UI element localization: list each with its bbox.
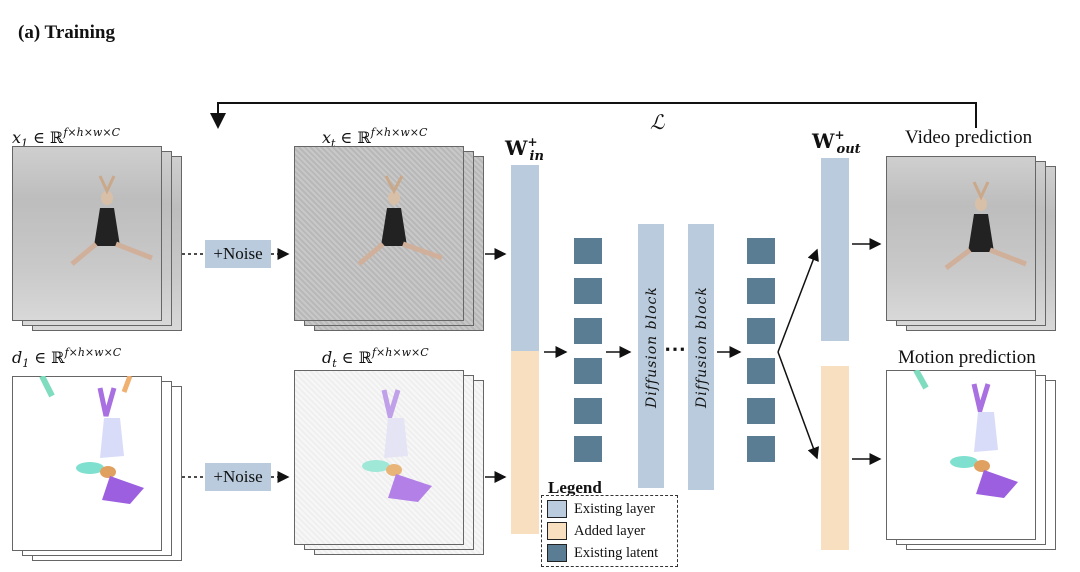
predicted-dancer-image <box>944 181 1027 270</box>
motion-prediction-label: Motion prediction <box>898 347 1036 368</box>
noise-box-motion: +Noise <box>205 463 271 491</box>
w-out-label: W+out <box>812 128 861 157</box>
xt-label: xt ∈ ℝf×h×w×C <box>322 126 428 151</box>
legend-item-existing-latent: Existing latent <box>542 542 677 564</box>
noisy-motion-flow-image <box>362 389 432 502</box>
w-in-existing-layer <box>511 165 539 351</box>
legend-swatch-existing-latent <box>547 544 567 562</box>
w-in-added-layer <box>511 351 539 534</box>
motion-flow-image <box>39 376 144 504</box>
legend: Existing layer Added layer Existing late… <box>541 495 678 567</box>
loss-feedback-line <box>210 102 977 129</box>
w-out-added-layer <box>821 366 849 550</box>
dancer-image <box>70 175 153 266</box>
noisy-dancer-image <box>357 175 443 266</box>
w-out-existing-layer <box>821 158 849 341</box>
legend-title: Legend <box>548 478 602 497</box>
diffusion-block-2 <box>688 224 714 490</box>
w-in-label: W+in <box>505 135 544 164</box>
figure-title: (a) Training <box>18 22 115 43</box>
legend-item-existing-layer: Existing layer <box>542 498 677 520</box>
diffusion-block-2-label: Diffusion block <box>694 286 710 408</box>
loss-label: ℒ <box>650 110 665 134</box>
diffusion-block-1-label: Diffusion block <box>644 286 660 408</box>
legend-item-added-layer: Added layer <box>542 520 677 542</box>
legend-swatch-added-layer <box>547 522 567 540</box>
legend-swatch-existing-layer <box>547 500 567 518</box>
x1-label: x1 ∈ ℝf×h×w×C <box>12 126 120 151</box>
d1-label: d1 ∈ ℝf×h×w×C <box>12 346 122 371</box>
video-prediction-label: Video prediction <box>905 127 1033 148</box>
noise-box-video: +Noise <box>205 240 271 268</box>
dt-label: dt ∈ ℝf×h×w×C <box>322 346 429 371</box>
predicted-motion-flow-image <box>913 370 1018 498</box>
diffusion-block-1 <box>638 224 664 488</box>
ellipsis: ⋯ <box>664 336 686 361</box>
